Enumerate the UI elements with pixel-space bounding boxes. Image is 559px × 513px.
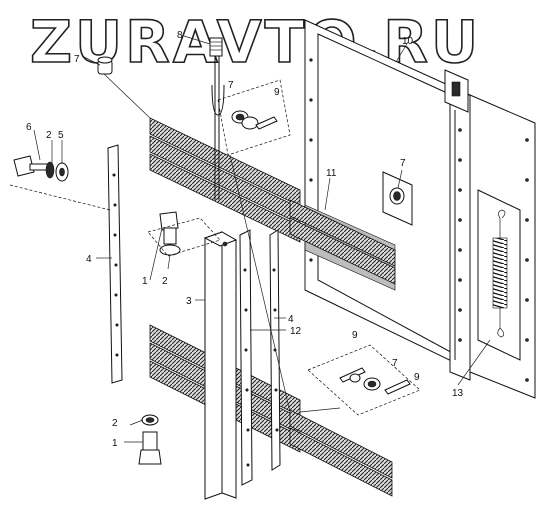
callout-10: 10 [402,36,414,47]
callout-7-lower-box: 7 [392,358,398,369]
bolt-8 [209,37,223,57]
callout-6: 6 [26,122,32,133]
bolt-stack-mid [147,211,221,257]
callout-12: 12 [290,326,302,337]
frame-assembly [304,19,536,399]
callout-3: 3 [186,296,192,307]
callout-9-lower-right: 9 [414,372,420,383]
detail-box-lower [307,344,421,416]
callout-7-frame: 7 [400,158,406,169]
callout-9-lower-box: 9 [352,330,358,341]
frame-holes [309,58,529,382]
vertical-rod [211,40,225,200]
callout-2-lower: 2 [112,418,118,429]
leader-lines [33,35,491,443]
callout-2-upper: 2 [46,130,52,141]
callout-2-mid: 2 [162,276,168,287]
callout-13: 13 [452,388,464,399]
detail-box-upper [217,79,291,156]
callout-labels: 7 8 7 9 10 7 11 6 2 5 4 1 2 3 4 12 9 7 9… [26,30,464,449]
bolt-stack-upper [9,155,111,211]
upper-seal-strips [149,117,396,285]
callout-11: 11 [326,168,337,179]
support-post [203,231,238,500]
bolt-stack-lower [138,414,162,465]
tension-spring [492,209,508,338]
grommet-7-top [97,56,113,75]
callout-9-upper-box: 9 [274,87,280,98]
vertical-strip-left [107,144,123,384]
callout-7-upper-box: 7 [228,80,234,91]
callout-4-center: 4 [288,314,294,325]
callout-7-top: 7 [74,54,80,65]
callout-5: 5 [58,130,64,141]
vertical-strips-center [239,229,281,486]
callout-4-left: 4 [86,254,92,265]
callout-8: 8 [177,30,183,41]
callout-1-mid: 1 [142,276,148,287]
callout-1-lower: 1 [112,438,118,449]
